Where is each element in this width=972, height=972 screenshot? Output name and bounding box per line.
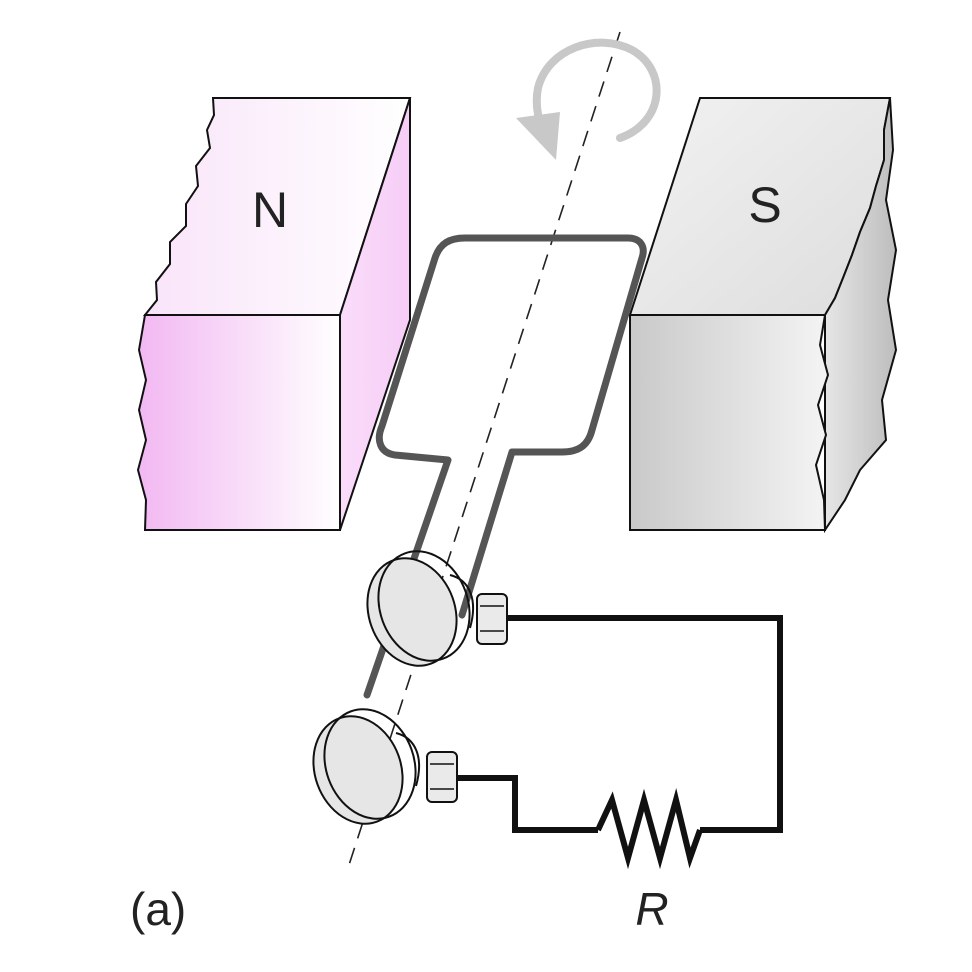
south-magnet-front <box>629 314 830 531</box>
panel-label: (a) <box>130 883 186 935</box>
south-pole-label: S <box>748 177 781 233</box>
circular-arrow-icon <box>516 38 661 160</box>
north-magnet: N <box>136 97 412 531</box>
slip-ring-lower <box>312 708 421 825</box>
circuit-wire <box>457 615 783 833</box>
north-magnet-front <box>136 314 341 531</box>
resistor-label: R <box>635 883 668 935</box>
brush-terminal-lower <box>426 751 458 803</box>
north-magnet-top <box>142 97 412 316</box>
south-magnet: S <box>628 97 898 534</box>
slip-ring-upper <box>366 550 475 667</box>
south-magnet-side <box>824 97 898 534</box>
rotation-axis <box>347 31 621 869</box>
brush-terminal-upper <box>476 593 508 645</box>
zigzag-resistor-icon <box>595 788 703 870</box>
north-pole-label: N <box>252 182 288 238</box>
